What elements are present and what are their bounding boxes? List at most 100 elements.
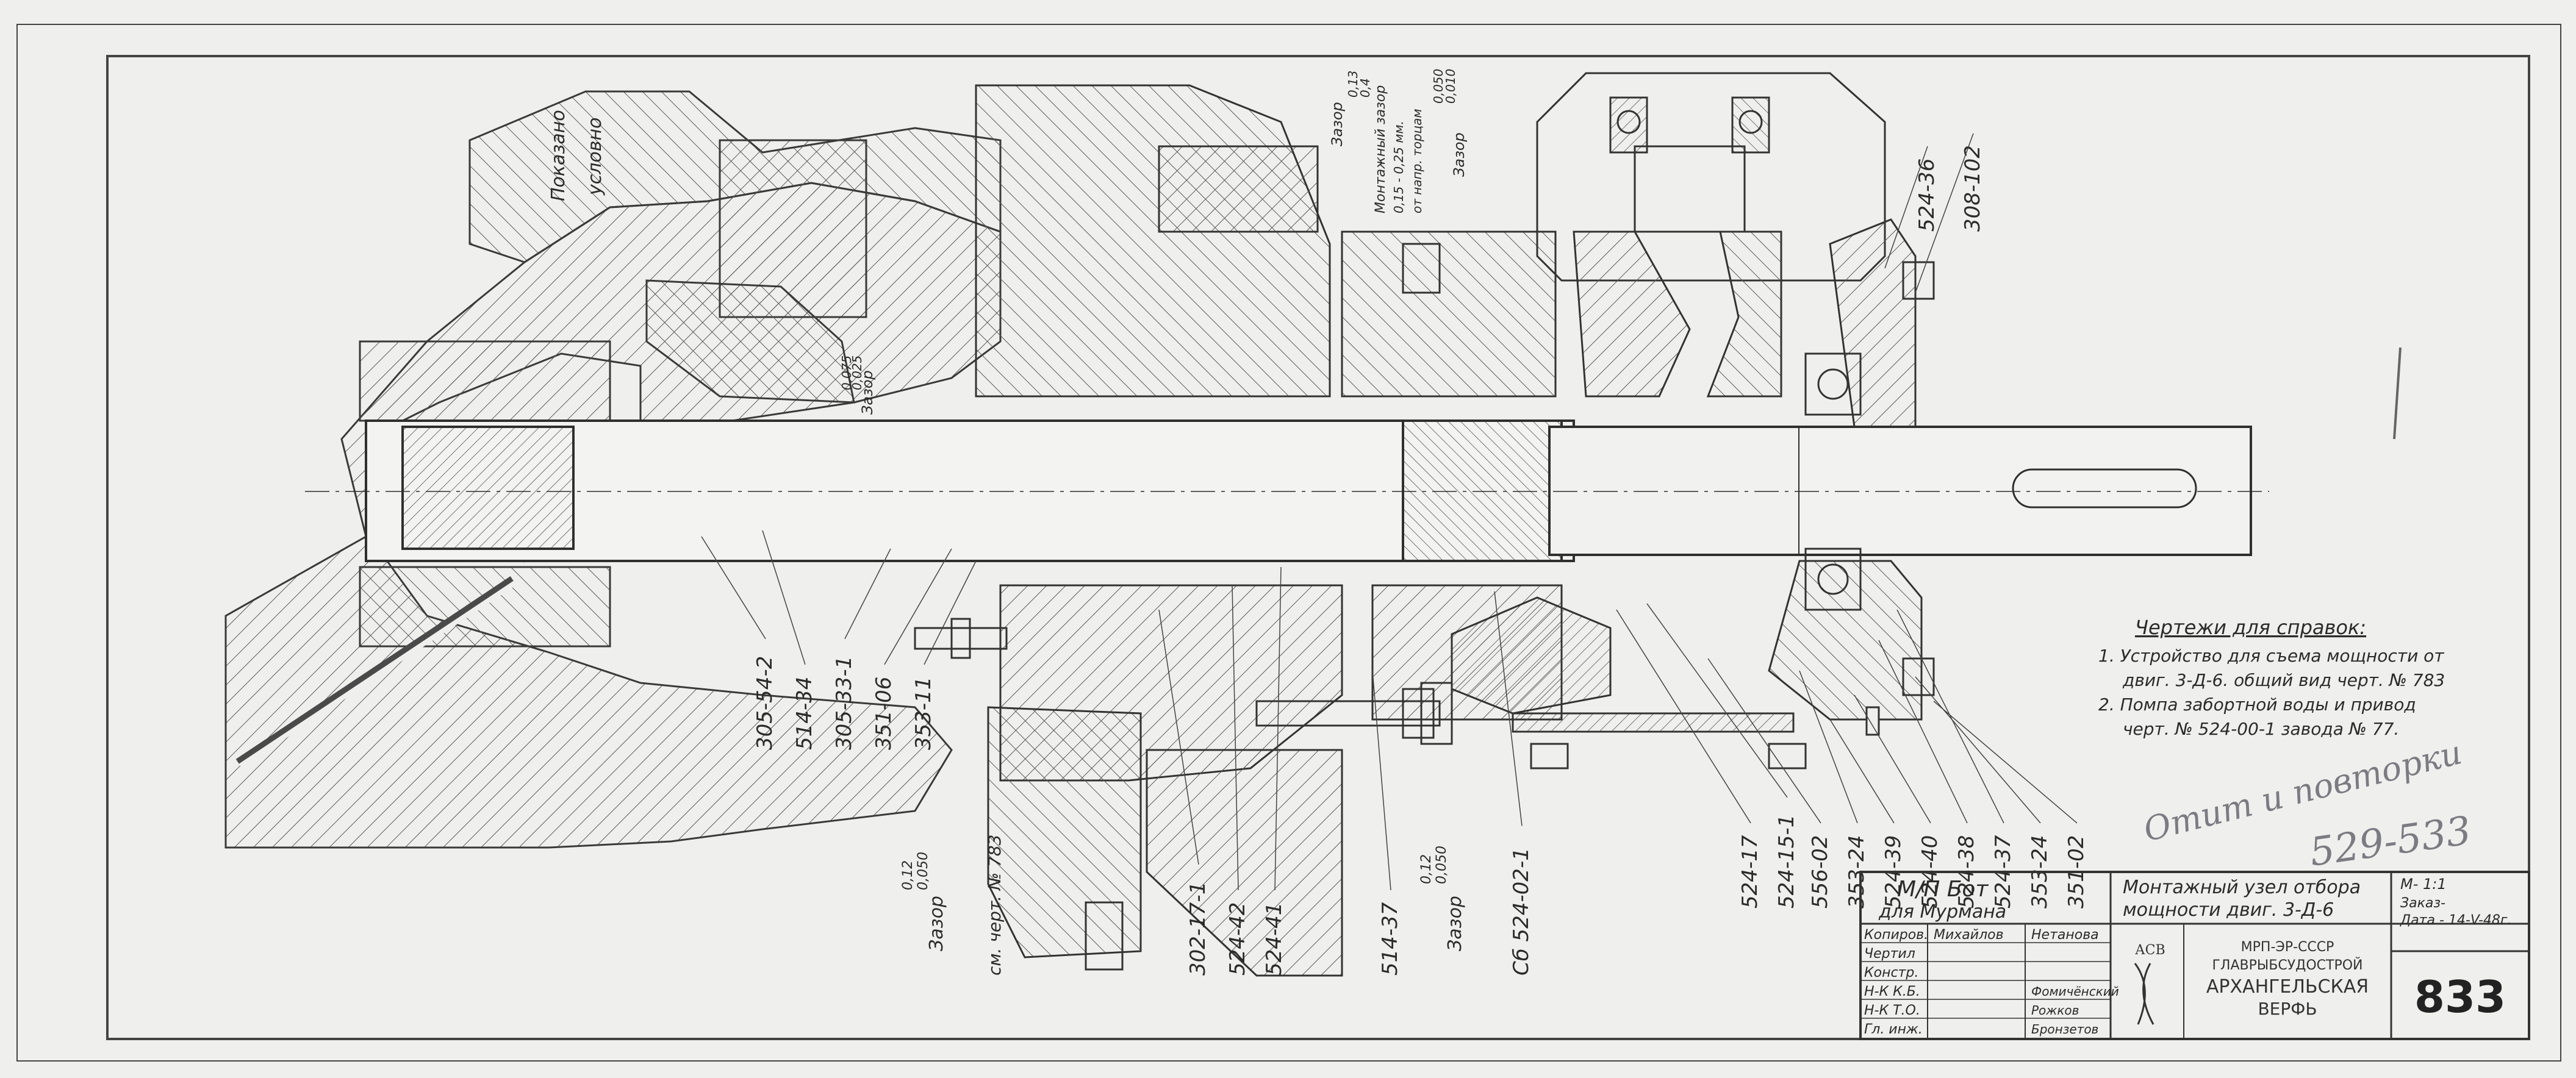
part-number-label: 524-15-1 xyxy=(1774,815,1799,908)
notes-line: 2. Помпа забортной воды и привод xyxy=(2098,694,2416,715)
leader-lines xyxy=(701,133,2078,890)
leader-line xyxy=(1646,603,1788,798)
leader-line xyxy=(1915,676,2041,824)
svg-text:Зазор: Зазор xyxy=(1329,102,1346,146)
leader-line xyxy=(1854,694,1931,824)
leader-line xyxy=(1829,719,1895,824)
pencil-number: 529-533 xyxy=(2307,809,2474,876)
role: Констр. xyxy=(1864,965,1918,980)
svg-text:Зазор: Зазор xyxy=(926,896,947,951)
part-number-label: 556-02 xyxy=(1808,835,1832,908)
bolts xyxy=(914,243,1935,971)
part-number-label: 524-17 xyxy=(1738,835,1762,908)
part-number-label: 524-42 xyxy=(1225,902,1250,976)
org-line2: ГЛАВРЫБСУДОСТРОЙ xyxy=(2212,957,2363,973)
flange-and-hub xyxy=(975,84,1612,977)
org-line1: МРП-ЭР-СССР xyxy=(2241,940,2334,955)
role: Н-К К.Б. xyxy=(1864,984,1920,999)
logo-letters: АСВ xyxy=(2135,943,2165,958)
svg-text:0,075: 0,075 xyxy=(839,355,854,390)
role: Н-К Т.О. xyxy=(1864,1003,1920,1018)
svg-text:0,050: 0,050 xyxy=(916,852,931,890)
annotation-mounting-gap: Монтажный зазор 0,15 - 0,25 мм. от напр.… xyxy=(1373,85,1424,213)
name: Нетанова xyxy=(2031,927,2099,943)
vessel-line1: М/П Бот xyxy=(1897,877,1989,902)
svg-text:0,12: 0,12 xyxy=(900,860,916,890)
org-line4: ВЕРФЬ xyxy=(2258,999,2317,1019)
svg-text:0,13: 0,13 xyxy=(1346,70,1360,98)
part-number-label: Сб 524-02-1 xyxy=(1509,848,1534,976)
leader-line xyxy=(1232,585,1239,890)
role: Копиров. xyxy=(1864,927,1928,943)
order: Заказ- xyxy=(2400,896,2445,911)
leader-line xyxy=(1372,670,1391,890)
main-shaft xyxy=(305,419,2269,562)
anchor-logo-icon xyxy=(2134,963,2154,1025)
svg-text:Зазор: Зазор xyxy=(1451,132,1468,177)
annotation-see-drawing: см. черт. № 783 xyxy=(985,835,1005,976)
name: Бронзетов xyxy=(2031,1022,2098,1037)
name: Фомичёнский xyxy=(2031,984,2119,999)
engine-housing-section xyxy=(224,90,1002,849)
annotation-gap-top-center: Зазор 0,13 0,4 xyxy=(1329,70,1372,146)
part-number-label: 524-36 xyxy=(1915,159,1939,232)
svg-text:см. черт. № 783: см. черт. № 783 xyxy=(985,835,1005,976)
leader-line xyxy=(1494,591,1523,826)
name: Рожков xyxy=(2031,1003,2079,1018)
title-block-text: М/П Бот для Мурмана Монтажный узел отбор… xyxy=(1864,876,2511,1037)
part-number-label: 524-41 xyxy=(1262,902,1286,976)
notes-line: двиг. 3-Д-6. общий вид черт. № 783 xyxy=(2122,670,2445,690)
reference-notes: Чертежи для справок: 1. Устройство для с… xyxy=(2098,616,2445,739)
annotation-gap-bottom-left: Зазор 0,12 0,050 xyxy=(900,852,947,951)
title-block xyxy=(1859,871,2530,1040)
role: Чертил xyxy=(1864,946,1915,962)
leader-line xyxy=(1884,146,1928,269)
svg-text:0,15 - 0,25 мм.: 0,15 - 0,25 мм. xyxy=(1391,121,1406,213)
scale: М- 1:1 xyxy=(2400,876,2447,893)
svg-text:0,4: 0,4 xyxy=(1358,78,1372,98)
leader-line xyxy=(1915,133,1974,293)
part-labels-mid: 302-17-1 524-42 524-41 514-37 Сб 524-02-1 xyxy=(1186,848,1534,976)
part-number-label: 514-37 xyxy=(1378,902,1402,976)
part-number-label: 305-33-1 xyxy=(832,656,856,750)
notes-line: 1. Устройство для съема мощности от xyxy=(2098,646,2444,666)
annotation-gap-bottom-mid: Зазор 0,12 0,050 xyxy=(1419,846,1466,951)
leader-line xyxy=(844,548,891,640)
leader-line xyxy=(1896,609,2004,824)
leader-line xyxy=(924,560,977,665)
svg-text:от напр. торцам: от напр. торцам xyxy=(1410,109,1424,213)
role: Гл. инж. xyxy=(1864,1022,1923,1037)
svg-text:0,025: 0,025 xyxy=(850,355,864,390)
part-number-label: 353-11 xyxy=(911,677,936,750)
svg-text:Зазор: Зазор xyxy=(859,370,876,415)
assembly-line1: Монтажный узел отбора xyxy=(2123,877,2361,898)
svg-text:0,010: 0,010 xyxy=(1443,69,1458,104)
annotation-gap-top-left: Зазор 0,075 0,025 xyxy=(839,355,876,415)
leader-line xyxy=(1707,658,1821,824)
annotation-shown-conventionally: Показано условно xyxy=(548,110,606,201)
part-number-label: 302-17-1 xyxy=(1186,882,1210,976)
leader-line xyxy=(1616,609,1751,824)
part-number-label: 351-06 xyxy=(872,677,896,750)
leader-line xyxy=(701,536,766,640)
sheet-number: 833 xyxy=(2414,971,2506,1023)
svg-text:Показано: Показано xyxy=(548,110,569,201)
svg-text:Монтажный зазор: Монтажный зазор xyxy=(1373,85,1388,213)
svg-text:0,050: 0,050 xyxy=(1434,846,1449,884)
annotation-gap-top-right: Зазор 0,050 0,010 xyxy=(1431,69,1468,177)
notes-line: черт. № 524-00-1 завода № 77. xyxy=(2123,719,2399,739)
part-number-label: 514-34 xyxy=(792,677,817,750)
name: Михайлов xyxy=(1934,927,2004,943)
leader-line xyxy=(1799,670,1858,824)
leader-line xyxy=(1878,640,1968,824)
sheet-border xyxy=(16,24,2561,1062)
date: Дата - 14-V-48г. xyxy=(2400,913,2511,928)
svg-text:0,050: 0,050 xyxy=(1431,69,1446,104)
leader-line xyxy=(1158,609,1199,865)
vessel-line2: для Мурмана xyxy=(1878,901,2006,923)
svg-text:условно: условно xyxy=(584,118,606,196)
org-line3: АРХАНГЕЛЬСКАЯ xyxy=(2206,976,2369,998)
leader-line xyxy=(884,548,952,665)
